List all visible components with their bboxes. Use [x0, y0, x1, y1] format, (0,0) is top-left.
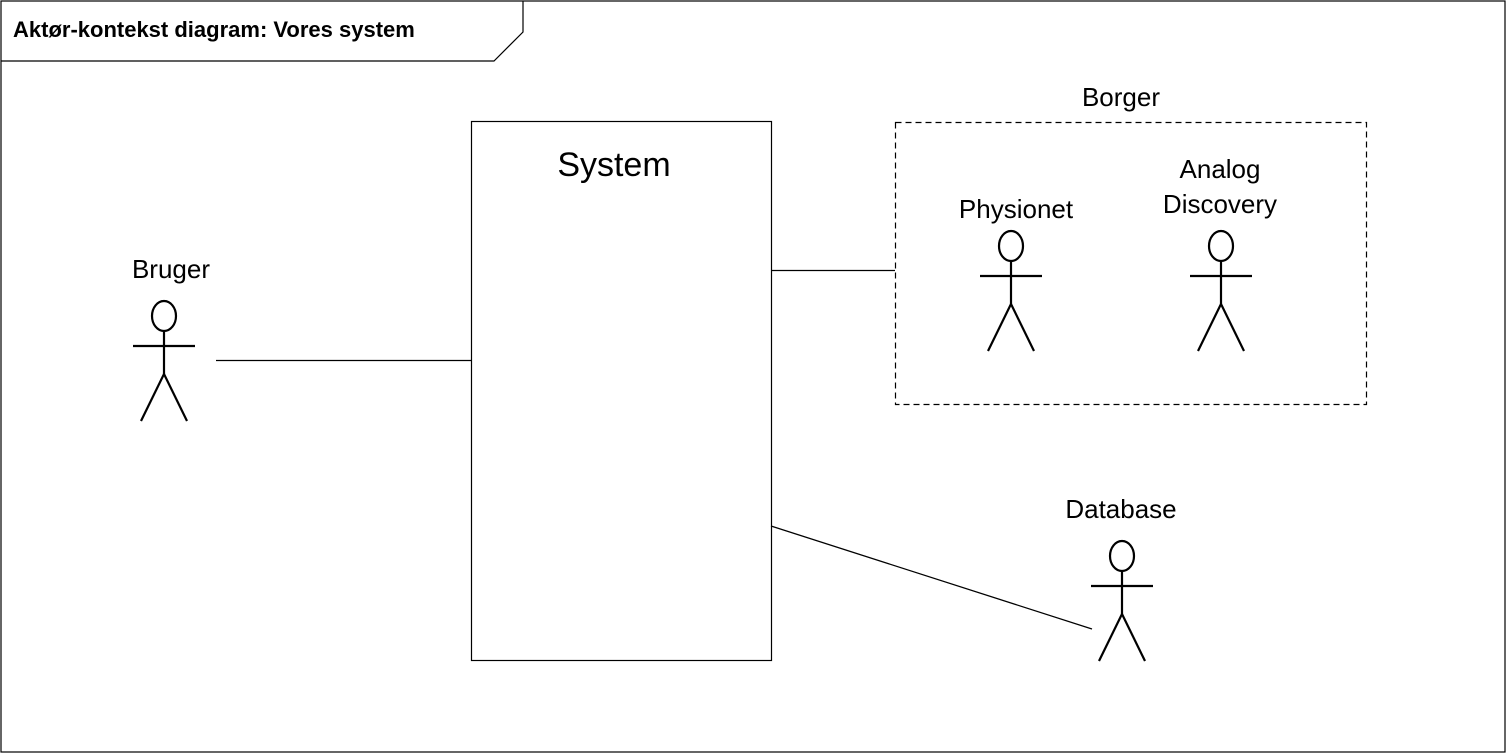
bruger-label: Bruger	[132, 254, 210, 284]
analog-discovery-label-line2: Discovery	[1163, 189, 1277, 219]
database-label: Database	[1065, 494, 1176, 524]
frame-title-tab	[1, 1, 524, 62]
system-label: System	[557, 146, 670, 184]
physionet-actor-figure	[980, 229, 1042, 352]
database-actor-figure	[1091, 539, 1153, 662]
borger-group-box	[894, 121, 1368, 406]
frame-title: Aktør-kontekst diagram: Vores system	[13, 17, 415, 42]
database-connection-line	[770, 525, 1093, 630]
physionet-label: Physionet	[959, 194, 1074, 224]
bruger-actor-figure	[133, 299, 195, 422]
borger-group-label: Borger	[1082, 82, 1160, 112]
system-box	[470, 120, 773, 662]
analog-discovery-label-line1: Analog	[1180, 154, 1261, 184]
analog-discovery-actor-figure	[1190, 229, 1252, 352]
